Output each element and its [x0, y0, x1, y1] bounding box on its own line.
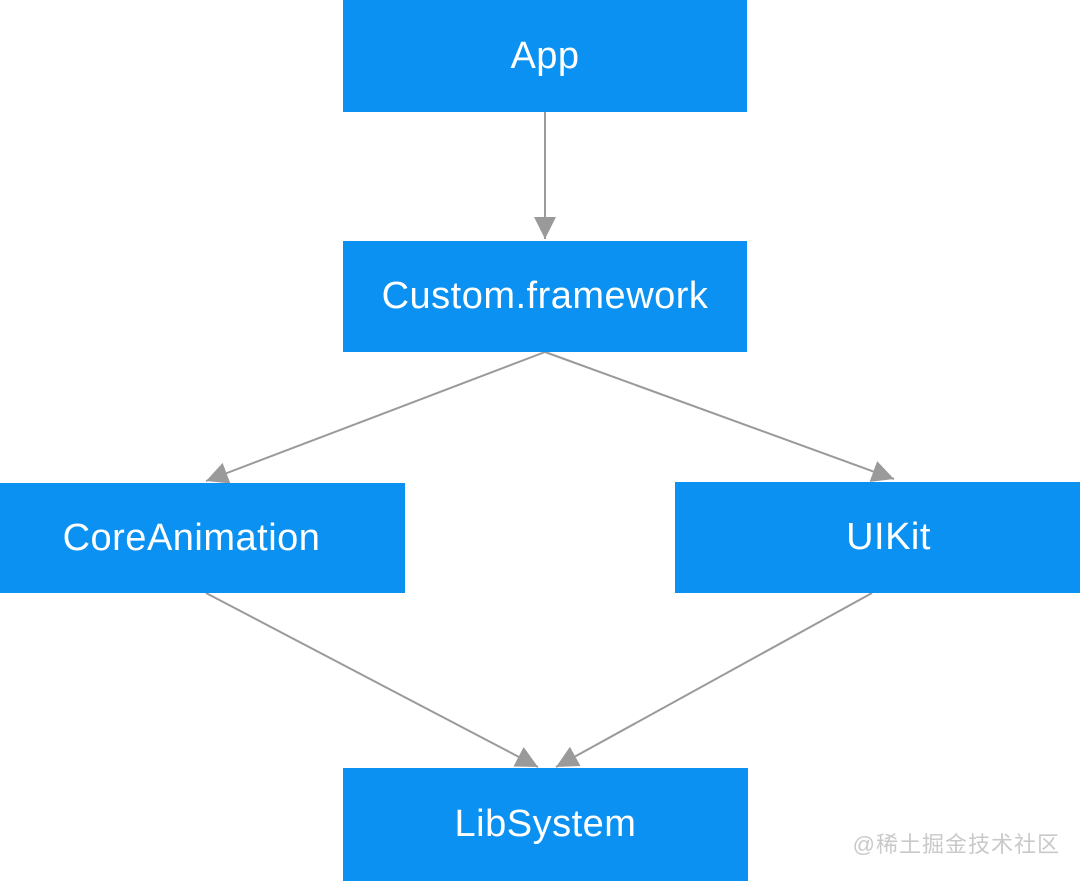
node-lib-system: LibSystem [343, 768, 748, 881]
node-uikit: UIKit [675, 482, 1080, 593]
node-custom-framework-label: Custom.framework [381, 275, 709, 317]
node-core-animation-label: CoreAnimation [62, 516, 321, 559]
edge-custom-framework-to-core-animation [205, 351, 546, 484]
node-custom-framework: Custom.framework [343, 241, 747, 352]
edge-uikit-to-lib-system [555, 592, 873, 768]
edge-custom-framework-to-uikit [544, 351, 895, 482]
edge-core-animation-to-lib-system [205, 592, 539, 768]
node-lib-system-label: LibSystem [454, 803, 637, 845]
watermark: @稀土掘金技术社区 [852, 832, 1060, 857]
node-app: App [343, 0, 747, 112]
node-app-label: App [510, 34, 580, 77]
node-core-animation: CoreAnimation [0, 483, 405, 593]
node-uikit-label: UIKit [846, 516, 931, 558]
